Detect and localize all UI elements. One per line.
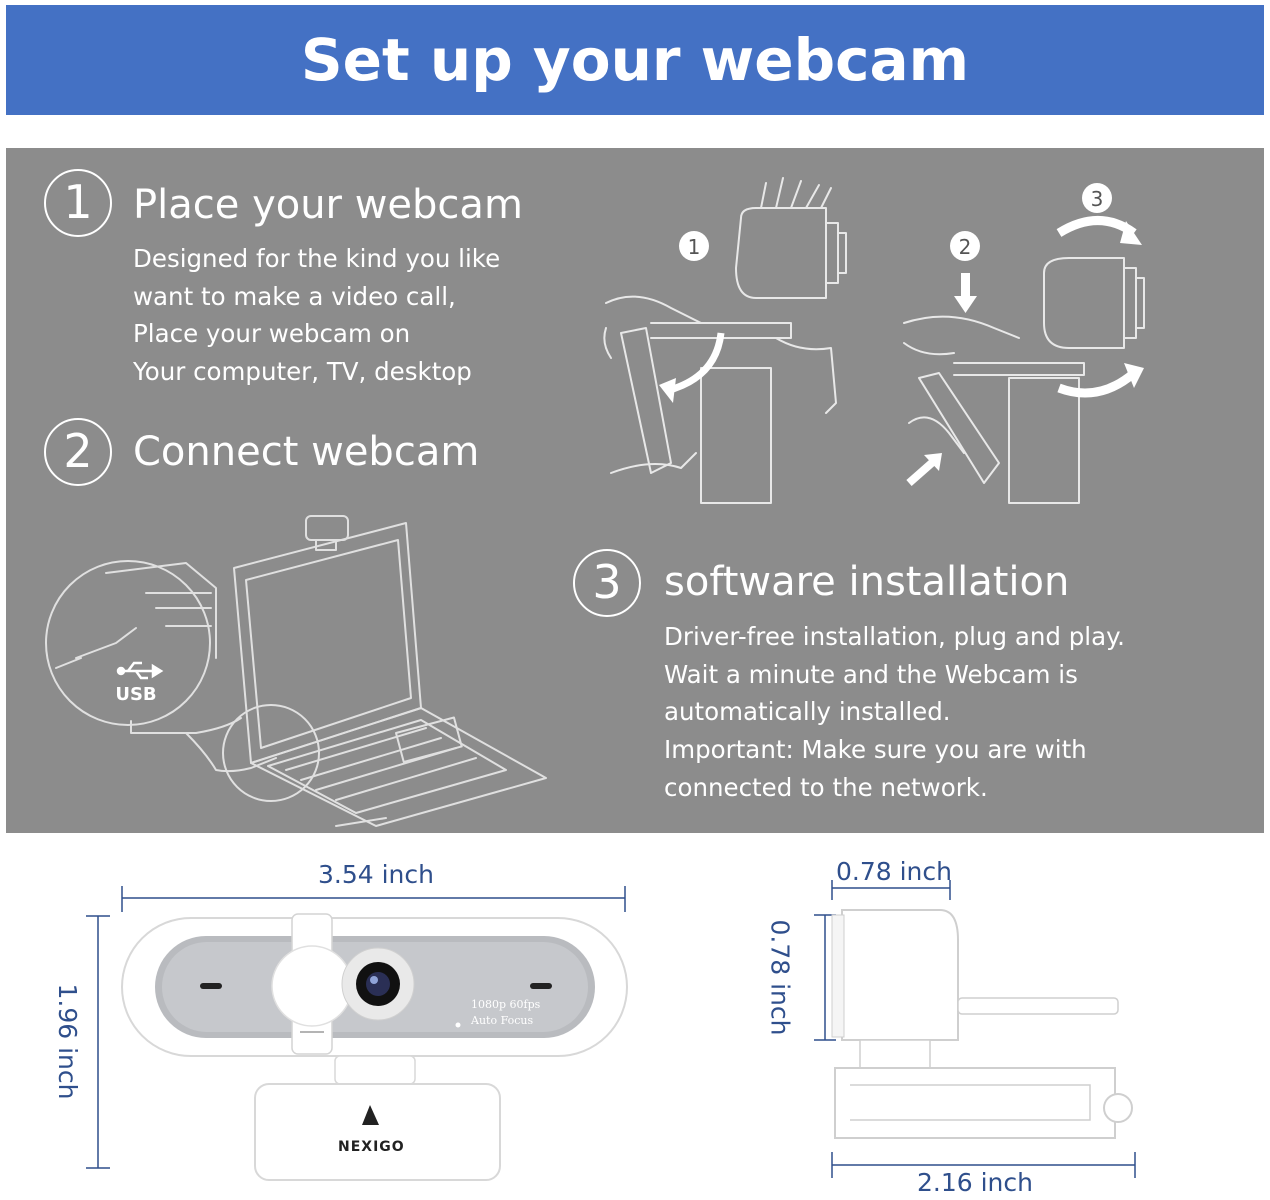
step-1-line: want to make a video call, xyxy=(133,281,456,311)
side-height-label: 0.78 inch xyxy=(765,919,795,1036)
mount-illustration-2: 2 3 xyxy=(903,183,1145,504)
instruction-panel: 1 Place your webcam Designed for the kin… xyxy=(6,148,1264,833)
step-3-line: Important: Make sure you are with xyxy=(664,735,1087,765)
mount-illustration-1: 1 xyxy=(603,177,847,504)
step-1-body: Designed for the kind you like want to m… xyxy=(133,240,500,391)
usb-icon xyxy=(116,661,164,680)
step-2-title: Connect webcam xyxy=(133,429,480,475)
step-1-line: Place your webcam on xyxy=(133,319,411,349)
step-1-line: Designed for the kind you like xyxy=(133,244,501,273)
step-3-line: connected to the network. xyxy=(664,772,988,802)
mount-step-3-label: 3 xyxy=(1091,187,1104,211)
step-1-title: Place your webcam xyxy=(133,182,523,228)
front-width-label: 3.54 inch xyxy=(318,860,434,889)
front-height-label: 1.96 inch xyxy=(53,983,82,1100)
page-title: Set up your webcam xyxy=(300,26,970,94)
usb-label: USB xyxy=(115,684,156,705)
step-3-line: Driver-free installation, plug and play. xyxy=(664,622,1125,651)
camera-spec-line-2: Auto Focus xyxy=(471,1014,534,1027)
step-3-number: 3 xyxy=(573,549,641,617)
mount-step-1-label: 1 xyxy=(688,235,701,259)
side-view-diagram xyxy=(814,880,1136,1178)
side-top-label: 0.78 inch xyxy=(836,857,952,886)
step-1-line: Your computer, TV, desktop xyxy=(133,357,472,387)
side-bottom-label: 2.16 inch xyxy=(917,1168,1033,1197)
step-3-line: Wait a minute and the Webcam is xyxy=(664,659,1078,689)
laptop-illustration: USB xyxy=(45,515,547,827)
title-banner: Set up your webcam xyxy=(6,5,1264,115)
mount-step-2-label: 2 xyxy=(959,235,972,259)
step-2-number: 2 xyxy=(44,418,112,486)
brand-logo: NEXIGO xyxy=(338,1139,405,1155)
step-3-body: Driver-free installation, plug and play.… xyxy=(664,618,1125,807)
front-view-diagram xyxy=(86,886,628,1181)
step-3-title: software installation xyxy=(664,559,1070,605)
step-3-line: automatically installed. xyxy=(664,697,951,727)
camera-spec-line-1: 1080p 60fps xyxy=(471,998,541,1011)
step-1-number: 1 xyxy=(44,169,112,237)
